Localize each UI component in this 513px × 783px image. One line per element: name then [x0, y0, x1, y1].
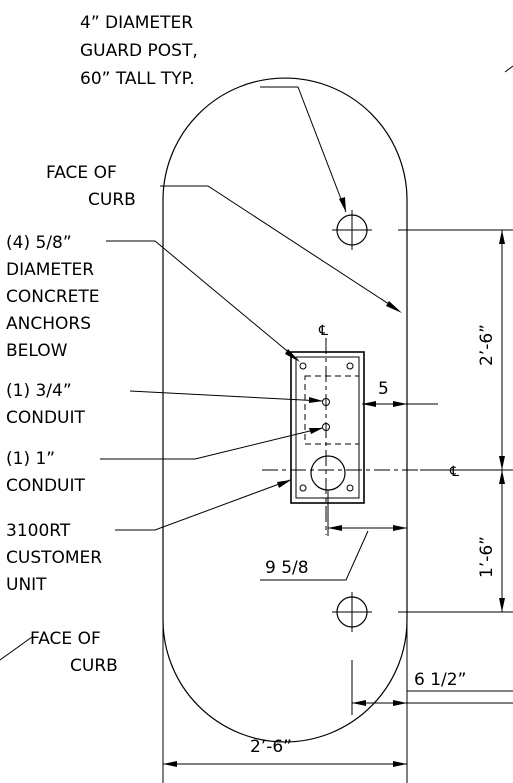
leader-anchors-arrow: [285, 349, 300, 362]
dim-arrow-mid-up: [499, 456, 505, 470]
svg-text:CUSTOMER: CUSTOMER: [6, 548, 102, 568]
dim-upper-vertical: 2’-6”: [477, 324, 497, 366]
svg-text:ANCHORS: ANCHORS: [6, 314, 91, 334]
leader-conduit-3-4-arrow: [309, 397, 323, 403]
anchor-bolt-top-left: [299, 362, 307, 370]
edge-tick: [504, 65, 513, 73]
dim-5-arrow-left: [362, 401, 376, 407]
dim-9-5-8-arrow-left: [328, 525, 342, 531]
svg-text:(1) 3/4”: (1) 3/4”: [6, 381, 72, 401]
svg-text:CURB: CURB: [70, 656, 118, 676]
centerline-symbol-horizontal: ℄: [449, 464, 459, 480]
leader-guard-post: [260, 86, 347, 213]
dim-lower-vertical: 1’-6”: [477, 536, 497, 578]
anchor-bolt-bottom-right: [346, 484, 354, 492]
leader-conduit-3-4: [129, 390, 323, 402]
leader-conduit-1: [100, 427, 323, 460]
svg-text:(1) 1”: (1) 1”: [6, 449, 55, 469]
leader-anchors: [106, 240, 299, 361]
guard-post-label: 4” DIAMETER GUARD POST, 60” TALL TYP.: [80, 13, 198, 89]
dim-arrow-bottom: [499, 598, 505, 612]
leader-guard-post-arrow: [339, 197, 346, 212]
svg-text:CONDUIT: CONDUIT: [6, 476, 86, 496]
dim-width-value: 2’-6”: [250, 737, 292, 757]
anchor-bolt-bottom-left: [299, 484, 307, 492]
leader-customer-unit: [115, 479, 291, 531]
svg-text:FACE OF: FACE OF: [46, 163, 117, 183]
anchor-bolt-top-right: [346, 362, 354, 370]
svg-text:CONDUIT: CONDUIT: [6, 408, 86, 428]
dim-5-value: 5: [378, 379, 389, 399]
dim-6-1-2-arrow-left: [352, 700, 366, 706]
svg-text:DIAMETER: DIAMETER: [6, 260, 94, 280]
customer-unit-label: 3100RT CUSTOMER UNIT: [6, 521, 102, 595]
dim-9-5-8-leader: [260, 530, 369, 581]
dim-arrow-top: [499, 230, 505, 244]
svg-text:(4) 5/8”: (4) 5/8”: [6, 233, 72, 253]
dim-width-arrow-left: [163, 761, 177, 767]
centerline-symbol-vertical: ℄: [318, 323, 328, 339]
svg-text:FACE OF: FACE OF: [30, 629, 101, 649]
conduit-box-hidden: [304, 375, 360, 445]
conduit-1-label: (1) 1” CONDUIT: [6, 449, 86, 496]
leader-face-of-curb-bottom: [0, 636, 33, 661]
main-conduit-hole: [310, 455, 346, 491]
svg-text:60” TALL TYP.: 60” TALL TYP.: [80, 69, 195, 89]
leader-conduit-1-arrow: [309, 428, 323, 434]
curb-outline: [162, 77, 408, 743]
face-of-curb-top-label: FACE OF CURB: [46, 163, 136, 210]
conduit-3-4-label: (1) 3/4” CONDUIT: [6, 381, 86, 428]
svg-text:CURB: CURB: [88, 190, 136, 210]
leader-customer-unit-arrow: [277, 480, 291, 488]
dim-width-arrow-right: [393, 761, 407, 767]
svg-text:CONCRETE: CONCRETE: [6, 287, 100, 307]
leader-face-of-curb-top: [160, 185, 399, 311]
svg-text:UNIT: UNIT: [6, 575, 47, 595]
anchors-label: (4) 5/8” DIAMETER CONCRETE ANCHORS BELOW: [6, 233, 100, 361]
dim-5-arrow-right: [393, 401, 407, 407]
svg-text:GUARD POST,: GUARD POST,: [80, 41, 198, 61]
dim-9-5-8-arrow-right: [393, 525, 407, 531]
dim-6-1-2-value: 6 1/2”: [414, 670, 466, 690]
customer-unit-outer: [290, 351, 365, 504]
leader-face-of-curb-top-arrow: [386, 301, 402, 313]
dim-9-5-8-value: 9 5/8: [265, 558, 309, 578]
dim-6-1-2-arrow-right: [393, 700, 407, 706]
svg-text:BELOW: BELOW: [6, 341, 68, 361]
dim-arrow-mid-down: [499, 470, 505, 484]
svg-text:4” DIAMETER: 4” DIAMETER: [80, 13, 193, 33]
face-of-curb-bottom-label: FACE OF CURB: [30, 629, 118, 676]
svg-text:3100RT: 3100RT: [6, 521, 71, 541]
